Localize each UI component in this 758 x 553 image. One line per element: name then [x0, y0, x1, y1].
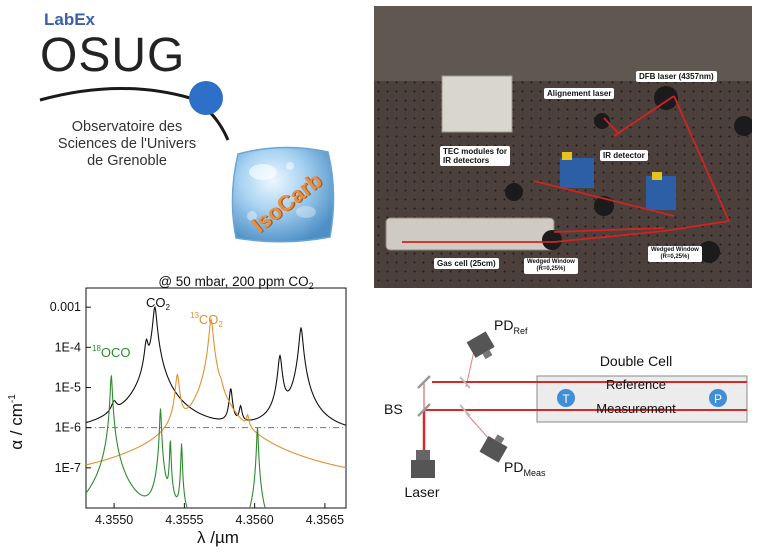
pd-ref-detector-icon [466, 331, 495, 360]
logo-subtitle-line2: Sciences de l'Univers [57, 136, 197, 152]
pressure-marker-label: P [714, 392, 722, 406]
x-tick-label: 4.3565 [306, 513, 344, 527]
dfb-laser-label: DFB laser (4357nm) [636, 71, 717, 82]
reference-label: Reference [606, 377, 666, 392]
gas-cell-label: Gas cell (25cm) [434, 258, 499, 269]
double-cell-schematic: Double Cell Laser BS PDRef PDMeas Refere… [384, 317, 748, 500]
temperature-sensor-marker [557, 389, 575, 407]
labex-logo-text: LabEx [44, 10, 96, 29]
lab-setup-photo: DFB laser (4357nm) Alignement laser TEC … [374, 6, 752, 288]
chart-title-text: @ 50 mbar, 200 ppm CO [158, 274, 308, 289]
reflection-to-pd-meas [465, 412, 491, 441]
series-line-2 [86, 374, 266, 508]
wedged-window-ref [459, 376, 471, 389]
wedged-window-2-line2: (R=0,25%) [660, 254, 690, 260]
alignment-laser-label: Alignement laser [544, 88, 615, 99]
tec-modules-label-line2: IR detectors [443, 156, 490, 165]
pd-meas-label: PDMeas [504, 459, 546, 478]
pressure-sensor-marker [709, 389, 727, 407]
laser-label: Laser [404, 484, 439, 500]
beam-splitter-bottom [417, 403, 431, 417]
y-tick-label: 1E-7 [55, 461, 81, 475]
tec-modules-label: TEC modules for IR detectors [440, 146, 511, 166]
wedged-window-label-2: Wedged Window (R=0,25%) [648, 246, 702, 262]
series-label-18oco: 18OCO [92, 344, 131, 360]
isocarb-ice-cube-logo [231, 146, 335, 243]
series-line-0 [86, 305, 346, 426]
wedged-window-meas [459, 404, 471, 417]
tec-modules-label-line1: TEC modules for [443, 147, 508, 156]
x-tick-label: 4.3555 [165, 513, 203, 527]
x-axis-label: λ /µm [197, 528, 239, 547]
y-axis-label: α / cm-1 [7, 394, 26, 450]
osug-logo-circle [189, 81, 223, 115]
bs-label: BS [384, 401, 403, 417]
laser-head [416, 450, 430, 460]
beam-splitter-top [417, 375, 431, 389]
series-label-13co2: 13CO2 [190, 311, 223, 329]
pd-meas-label-text: PD [504, 459, 523, 475]
series-label-13co2-pre: 13 [190, 311, 199, 320]
measurement-label: Measurement [596, 401, 676, 416]
series-label-18oco-name: OCO [101, 345, 131, 360]
osug-logo-text: OSUG [40, 29, 186, 82]
pd-ref-label: PDRef [494, 317, 528, 336]
y-axis-label-superscript: -1 [7, 394, 18, 403]
x-tick-label: 4.3560 [236, 513, 274, 527]
wedged-window-1-line1: Wedged Window [527, 259, 575, 265]
absorption-spectrum-chart: @ 50 mbar, 200 ppm CO2 α / cm-1 λ /µm 4.… [7, 274, 347, 547]
pd-ref-label-sub: Ref [513, 326, 528, 336]
wedged-window-1-line2: (R=0,25%) [536, 266, 566, 272]
series-label-co2-name: CO [146, 295, 166, 310]
series-label-13co2-sub: 2 [218, 320, 223, 329]
svg-text:α / cm-1: α / cm-1 [7, 394, 26, 450]
pd-ref-label-text: PD [494, 317, 513, 333]
pd-meas-label-sub: Meas [523, 468, 546, 478]
series-label-18oco-pre: 18 [92, 344, 101, 353]
y-tick-label: 1E-6 [55, 421, 81, 435]
laser-body-icon [411, 460, 435, 478]
y-axis-label-text: α / cm [7, 403, 26, 450]
ir-detector-label: IR detector [600, 150, 648, 161]
series-label-co2: CO2 [146, 295, 171, 312]
y-tick-label: 0.001 [50, 300, 81, 314]
y-tick-label: 1E-4 [55, 340, 81, 354]
logo-subtitle-line3: de Grenoble [87, 153, 167, 169]
chart-title-subscript: 2 [309, 281, 314, 291]
optical-table-drawing [374, 6, 752, 288]
pd-meas-detector-icon [479, 434, 508, 463]
series-line-1 [86, 317, 346, 469]
y-tick-label: 1E-5 [55, 380, 81, 394]
chart-title: @ 50 mbar, 200 ppm CO2 [158, 274, 313, 291]
x-tick-label: 4.3550 [95, 513, 133, 527]
osug-logo-graphic [39, 81, 230, 141]
double-cell-label: Double Cell [600, 353, 672, 369]
series-label-co2-sub: 2 [166, 303, 171, 312]
wedged-window-label-1: Wedged Window (R=0,25%) [524, 258, 578, 274]
plot-frame [85, 287, 347, 509]
logo-subtitle-line1: Observatoire des [71, 119, 183, 135]
series-label-13co2-name: CO [199, 312, 219, 327]
wedged-window-2-line1: Wedged Window [651, 247, 699, 253]
temperature-marker-label: T [562, 392, 570, 406]
